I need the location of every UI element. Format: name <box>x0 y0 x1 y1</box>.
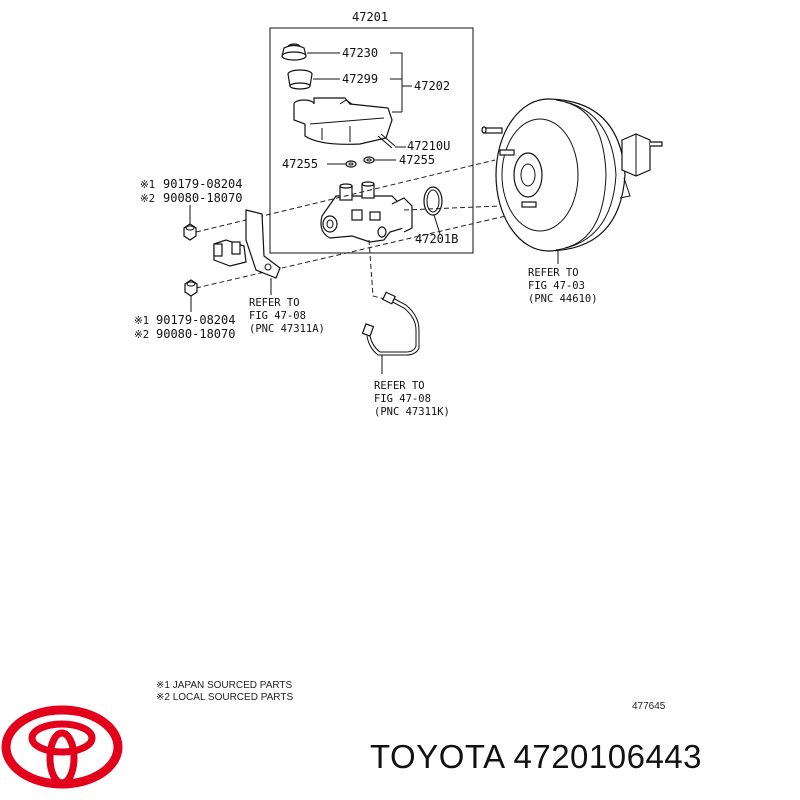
part-label-cap: 47230 <box>342 46 378 60</box>
reservoir-tank-icon <box>293 97 393 145</box>
fastener-lower-mark2: ※2 <box>134 329 149 341</box>
note-local-sourced: ※2 LOCAL SOURCED PARTS <box>156 692 293 703</box>
grommet-left-icon <box>345 160 357 168</box>
strainer-icon <box>287 69 313 90</box>
part-label-reservoir-group: 47202 <box>414 79 450 93</box>
master-cylinder-icon <box>320 181 413 243</box>
fastener-upper-mark1: ※1 <box>140 179 155 191</box>
tube-ref-line3: (PNC 47311K) <box>374 406 450 418</box>
reservoir-pin-icon <box>377 133 396 149</box>
fastener-lower-part2: 90080-18070 <box>156 327 235 341</box>
fastener-lower-mark1: ※1 <box>134 315 149 327</box>
fastener-upper-mark2: ※2 <box>140 193 155 205</box>
part-number: 4720106443 <box>513 738 703 775</box>
fastener-lower-part1: 90179-08204 <box>156 313 235 327</box>
toyota-logo-icon <box>1 705 123 789</box>
mounting-bracket-icon <box>213 209 281 279</box>
o-ring-icon <box>423 186 443 216</box>
brake-booster-icon <box>481 98 663 252</box>
grommet-right-icon <box>363 156 375 164</box>
part-label-grommet-right: 47255 <box>399 153 435 167</box>
bracket-ref-line3: (PNC 47311A) <box>249 323 325 335</box>
fastener-upper-part1: 90179-08204 <box>163 177 242 191</box>
brand-name: TOYOTA <box>370 738 504 775</box>
part-label-grommet-left: 47255 <box>282 157 318 171</box>
part-label-strainer: 47299 <box>342 72 378 86</box>
assembly-frame <box>269 27 474 254</box>
booster-ref-line1: REFER TO <box>528 267 579 279</box>
note-japan-sourced: ※1 JAPAN SOURCED PARTS <box>156 680 293 691</box>
brand-part-number-line: TOYOTA 4720106443 <box>370 738 702 776</box>
booster-ref-line3: (PNC 44610) <box>528 293 598 305</box>
assembly-number-label: 47201 <box>352 10 388 24</box>
tube-ref-line1: REFER TO <box>374 380 425 392</box>
bracket-ref-line2: FIG 47-08 <box>249 310 306 322</box>
reservoir-cap-icon <box>281 43 307 61</box>
nut-upper-icon <box>183 223 197 241</box>
bracket-ref-line1: REFER TO <box>249 297 300 309</box>
part-label-o-ring: 47201B <box>415 232 458 246</box>
fastener-upper-part2: 90080-18070 <box>163 191 242 205</box>
nut-lower-icon <box>184 279 198 297</box>
brake-tube-icon <box>361 291 420 356</box>
illustration-id: 477645 <box>632 701 666 712</box>
tube-ref-line2: FIG 47-08 <box>374 393 431 405</box>
booster-ref-line2: FIG 47-03 <box>528 280 585 292</box>
part-label-reservoir-sub: 47210U <box>407 139 450 153</box>
